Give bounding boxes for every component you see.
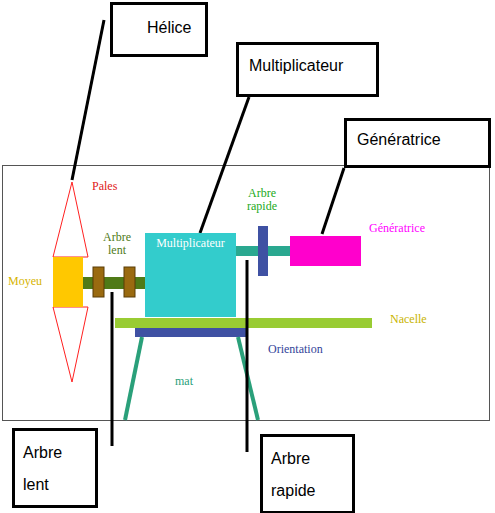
- callout-box: Arbre lent: [12, 428, 98, 508]
- leader-line: [72, 20, 104, 180]
- callout-text: Arbre rapide: [271, 443, 333, 507]
- blade: [53, 307, 88, 382]
- leader-line: [322, 168, 344, 234]
- nacelle: [115, 318, 372, 328]
- leader-line: [200, 97, 249, 233]
- yaw-system: [135, 328, 248, 337]
- callout-box: Génératrice: [344, 118, 491, 168]
- callout-box: Hélice: [110, 2, 208, 57]
- leader-line: [111, 292, 114, 446]
- part-label: Nacelle: [390, 313, 427, 326]
- gearbox: Multiplicateur: [145, 233, 236, 317]
- part-label: Arbre rapide: [242, 187, 282, 213]
- coupling: [124, 267, 135, 297]
- callout-text: Arbre lent: [23, 437, 83, 501]
- generator: [290, 236, 361, 266]
- slow-shaft: [83, 277, 145, 289]
- part-label: Multiplicateur: [145, 233, 236, 251]
- part-label: Génératrice: [369, 222, 425, 235]
- brake-disc: [258, 226, 268, 276]
- part-label: Moyeu: [8, 275, 42, 288]
- part-label: mat: [175, 375, 193, 388]
- callout-text: Multiplicateur: [249, 57, 368, 75]
- callout-text: Génératrice: [357, 131, 482, 149]
- part-label: Pales: [92, 180, 117, 193]
- callout-box: Multiplicateur: [236, 42, 379, 97]
- hub: [53, 257, 83, 307]
- blade: [53, 182, 88, 257]
- callout-text: Hélice: [147, 19, 197, 37]
- coupling: [93, 267, 104, 297]
- part-label: Orientation: [268, 343, 323, 356]
- mast-leg: [125, 337, 142, 420]
- callout-box: Arbre rapide: [260, 434, 355, 513]
- part-label: Arbre lent: [99, 231, 135, 257]
- leader-line: [246, 260, 249, 452]
